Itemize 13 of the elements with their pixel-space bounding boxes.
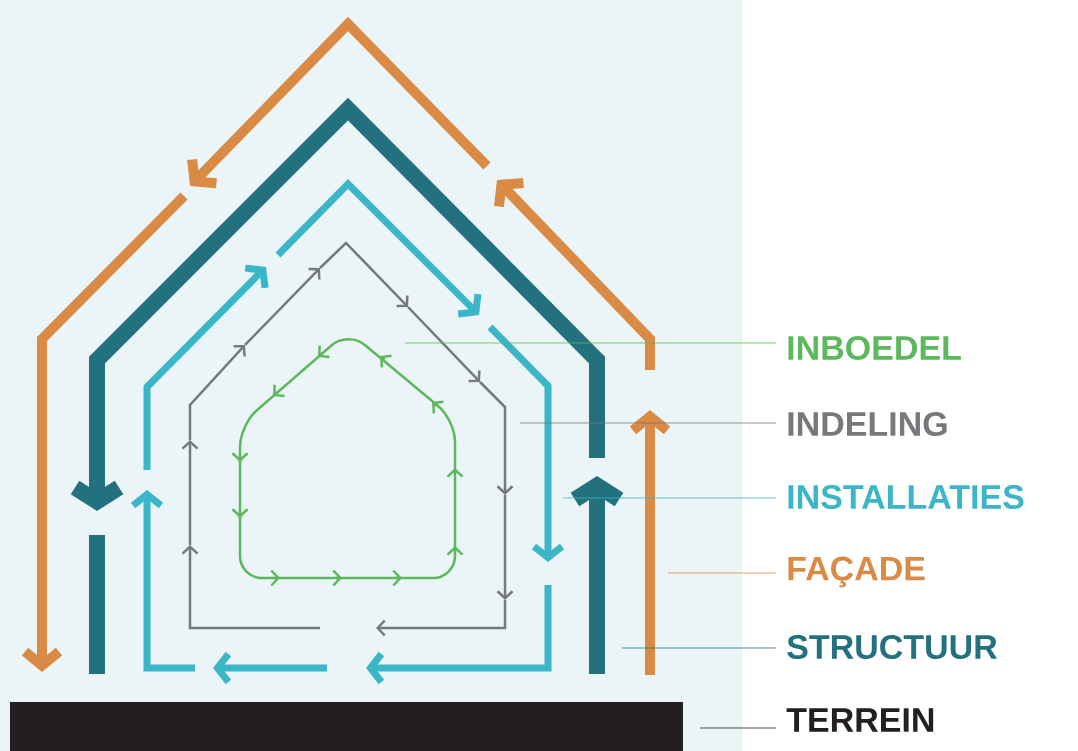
layer-label: INSTALLATIES <box>788 484 1024 510</box>
leader-line <box>621 647 777 649</box>
layer-label: FAÇADE <box>788 556 925 588</box>
leader-line <box>519 422 777 424</box>
layer-label: INDELING <box>788 411 947 437</box>
leader-line <box>667 572 777 574</box>
layer-label: STRUCTUUR <box>787 634 998 660</box>
leader-line <box>699 727 777 729</box>
layer-label: INBOEDEL <box>788 335 961 361</box>
layer-label: TERREIN <box>786 708 934 732</box>
leader-line <box>562 497 777 499</box>
ground-bar <box>10 702 683 751</box>
leader-line <box>404 342 777 344</box>
